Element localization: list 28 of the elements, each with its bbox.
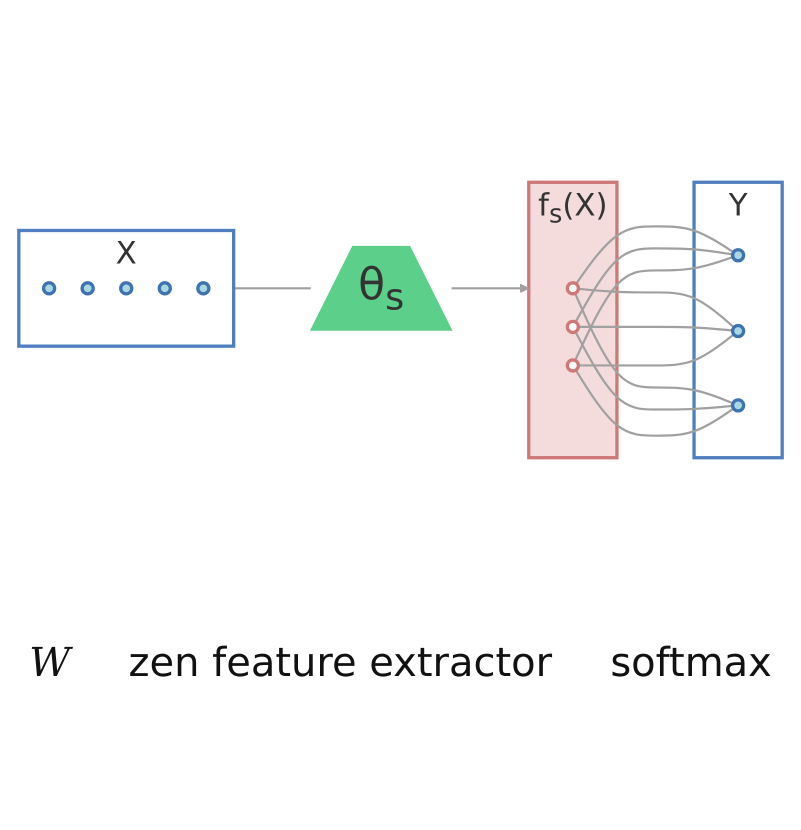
arrow bbox=[452, 283, 530, 294]
connector bbox=[578, 334, 734, 367]
connector bbox=[575, 225, 734, 284]
connector bbox=[574, 331, 733, 411]
connector bbox=[574, 247, 733, 323]
node-circle bbox=[566, 320, 580, 334]
cluster: f$_{s}$(X) bbox=[527, 180, 619, 460]
node-circle bbox=[730, 248, 746, 262]
node-circle bbox=[80, 281, 95, 296]
connector bbox=[578, 326, 733, 332]
caption-text: zen feature extractor bbox=[128, 640, 552, 686]
cluster: Y bbox=[692, 180, 784, 460]
node-circle bbox=[730, 324, 746, 338]
connector bbox=[578, 288, 735, 328]
connector bbox=[234, 287, 311, 290]
node-circle bbox=[119, 281, 134, 296]
connector bbox=[574, 370, 734, 437]
node-circle bbox=[566, 281, 580, 296]
node-circle bbox=[196, 281, 211, 296]
connector bbox=[574, 292, 734, 404]
connector bbox=[574, 256, 734, 361]
caption-text: softmax bbox=[610, 640, 772, 686]
cluster: X bbox=[17, 228, 236, 348]
node-circle bbox=[158, 281, 172, 296]
weight-label: W bbox=[29, 640, 70, 686]
node-circle bbox=[566, 358, 580, 373]
node-circle bbox=[42, 281, 56, 296]
node-circle bbox=[730, 398, 746, 413]
